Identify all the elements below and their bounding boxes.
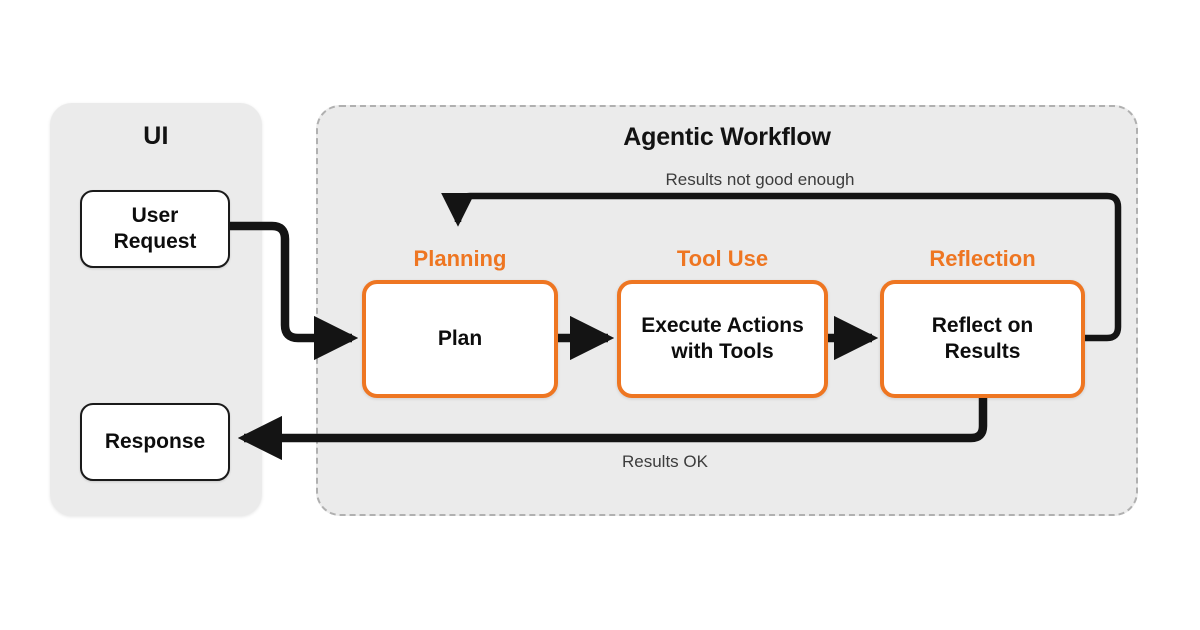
node-plan-label: Plan xyxy=(437,326,483,350)
node-reflect-on-results-line1: Reflect on xyxy=(931,313,1034,337)
node-reflect-on-results[interactable]: Reflect on Results xyxy=(880,280,1085,398)
node-execute-actions-line1: Execute Actions xyxy=(641,313,804,337)
ui-panel-title: UI xyxy=(143,122,169,150)
node-response[interactable]: Response xyxy=(80,403,230,481)
edge-label-results-not-good-enough: Results not good enough xyxy=(665,170,855,189)
node-response-label: Response xyxy=(104,430,206,454)
stage-caption-tool-use: Tool Use xyxy=(676,246,769,271)
node-execute-actions-line2: with Tools xyxy=(671,340,774,363)
node-user-request-line1: User xyxy=(131,204,179,228)
edge-label-results-ok: Results OK xyxy=(622,452,708,471)
stage-caption-reflection: Reflection xyxy=(929,246,1036,271)
node-user-request[interactable]: User Request xyxy=(80,190,230,268)
node-user-request-line2: Request xyxy=(113,230,197,253)
node-execute-actions[interactable]: Execute Actions with Tools xyxy=(617,280,828,398)
node-reflect-on-results-line2: Results xyxy=(944,340,1021,363)
node-plan[interactable]: Plan xyxy=(362,280,558,398)
stage-caption-planning: Planning xyxy=(413,246,507,271)
workflow-panel-title: Agentic Workflow xyxy=(623,123,831,151)
